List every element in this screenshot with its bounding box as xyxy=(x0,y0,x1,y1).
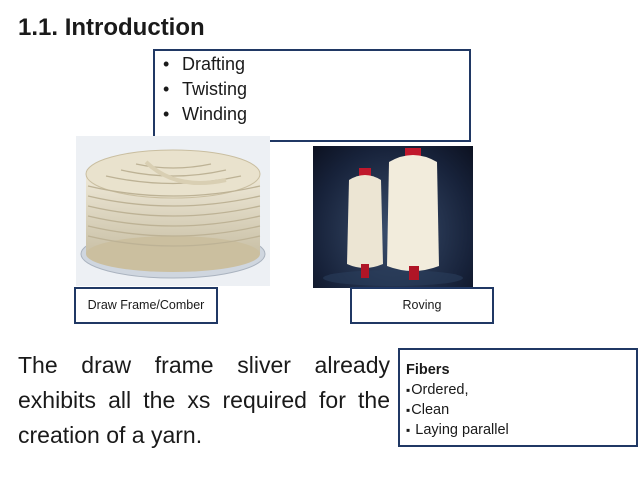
fibers-item: Ordered, xyxy=(406,380,636,400)
process-steps-list: Drafting Twisting Winding xyxy=(155,52,469,127)
roving-caption: Roving xyxy=(350,287,494,324)
step-item: Twisting xyxy=(163,77,469,102)
step-item: Drafting xyxy=(163,52,469,77)
fibers-list: Ordered, Clean Laying parallel xyxy=(406,380,636,440)
process-steps-box: Drafting Twisting Winding xyxy=(153,49,471,142)
sliver-can-photo xyxy=(76,136,270,286)
fibers-item: Laying parallel xyxy=(406,420,636,440)
fibers-box: Fibers Ordered, Clean Laying parallel xyxy=(398,348,638,447)
roving-bobbins-photo xyxy=(313,146,473,288)
fibers-heading: Fibers xyxy=(406,362,450,378)
fibers-item: Clean xyxy=(406,400,636,420)
body-paragraph: The draw frame sliver already exhibits a… xyxy=(18,352,390,448)
sliver-caption: Draw Frame/Comber xyxy=(74,287,218,324)
slide-title: 1.1. Introduction xyxy=(18,14,205,41)
step-item: Winding xyxy=(163,102,469,127)
